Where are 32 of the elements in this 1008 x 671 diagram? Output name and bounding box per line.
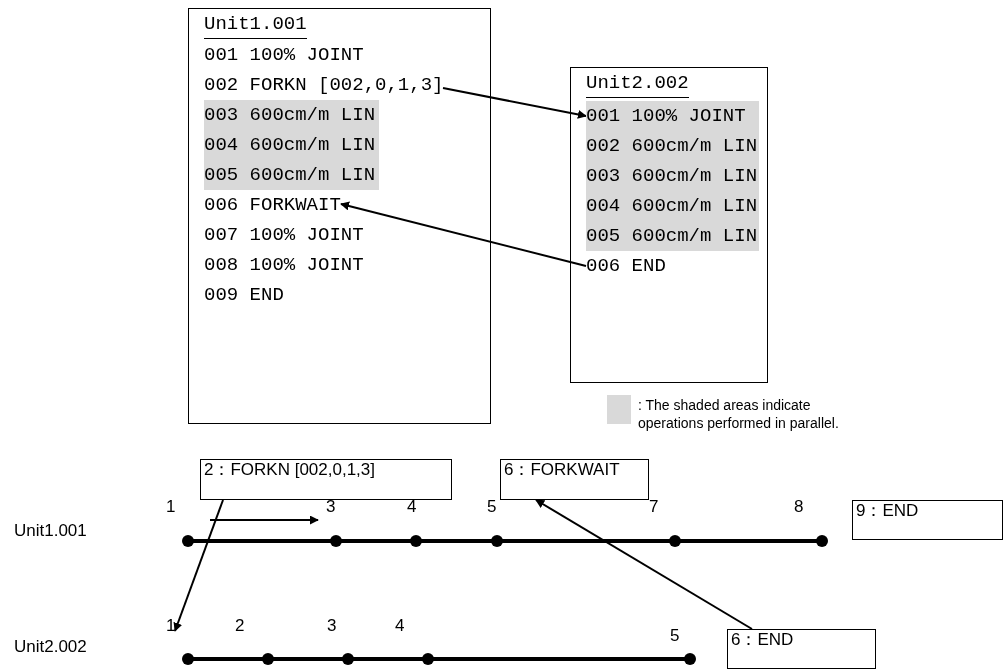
- step-number: 2: [235, 616, 245, 636]
- arrow: [340, 201, 587, 267]
- code-line: 007 100% JOINT: [204, 220, 364, 250]
- legend-text: : The shaded areas indicate operations performed in parallel.: [638, 396, 840, 432]
- step-number: 3: [326, 497, 336, 517]
- program-listing-panel: [570, 67, 768, 383]
- code-line: 006 END: [586, 251, 666, 281]
- arrow: [173, 499, 224, 632]
- code-line: 009 END: [204, 280, 284, 310]
- step-number: 4: [407, 497, 417, 517]
- step-box: 6：FORKWAIT: [500, 459, 649, 500]
- step-number: 7: [649, 497, 659, 517]
- code-line: 008 100% JOINT: [204, 250, 364, 280]
- arrow: [535, 499, 753, 630]
- step-number: 5: [487, 497, 497, 517]
- step-number: 1: [166, 497, 176, 517]
- step-number: 5: [670, 626, 680, 646]
- code-line: 002 FORKN [002,0,1,3]: [204, 70, 444, 100]
- program-listing-panel: [188, 8, 491, 424]
- step-box: 6：END: [727, 629, 876, 669]
- step-box: 9：END: [852, 500, 1003, 540]
- listing-heading: Unit2.002: [586, 69, 689, 98]
- code-line: 006 FORKWAIT: [204, 190, 341, 220]
- step-box: 2：FORKN [002,0,1,3]: [200, 459, 452, 500]
- code-line: 001 100% JOINT: [204, 40, 364, 70]
- step-number: 4: [395, 616, 405, 636]
- arrow: [442, 87, 587, 119]
- step-number: 3: [327, 616, 337, 636]
- row-label: Unit2.002: [14, 637, 87, 657]
- listing-heading: Unit1.001: [204, 10, 307, 39]
- row-label: Unit1.001: [14, 521, 87, 541]
- step-number: 8: [794, 497, 804, 517]
